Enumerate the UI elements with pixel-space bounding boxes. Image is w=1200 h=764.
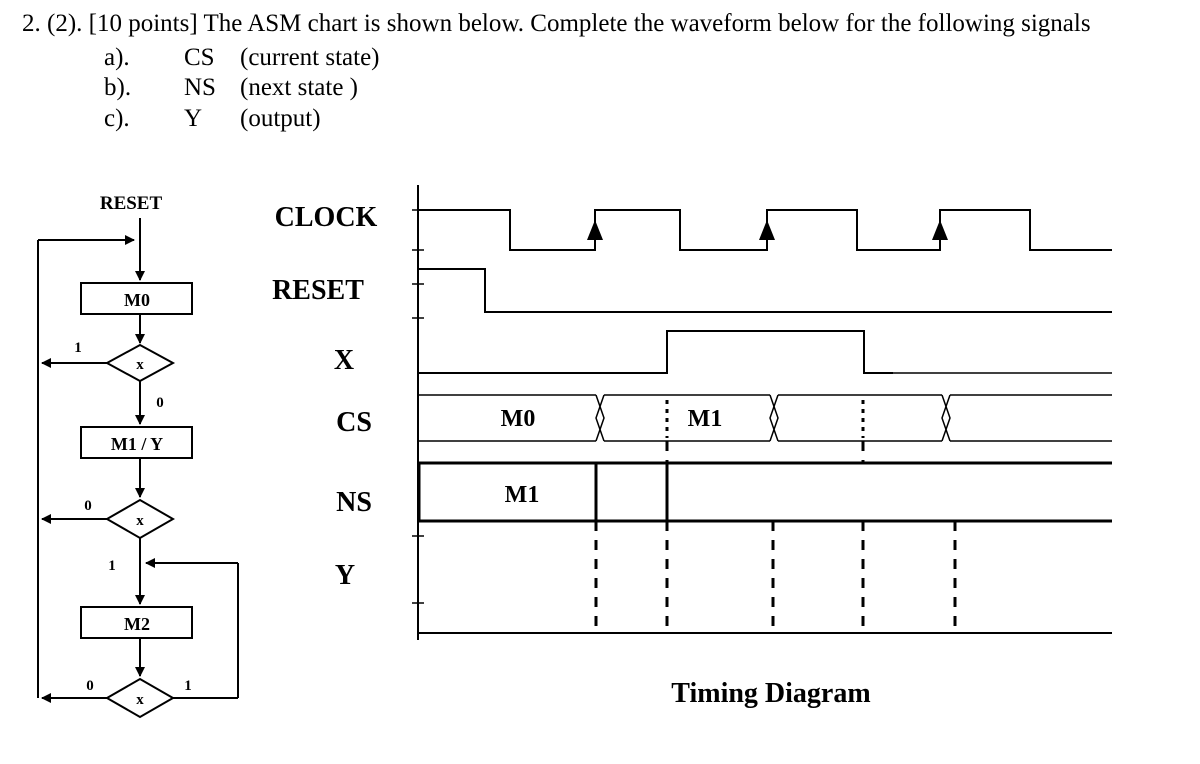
decision-3-loop-label: 1 [184,678,192,694]
decision-2-exit-label: 0 [84,498,92,514]
cs-bus [418,394,1112,442]
item-a-signal: CS [184,44,215,71]
decision-2-var: x [136,513,144,529]
dotted-guides [665,400,865,438]
signal-label-y: Y [335,560,355,591]
state-box-m2 [80,606,193,639]
signal-label-ns: NS [336,487,372,518]
decision-3-var: x [136,692,144,708]
decision-3-exit-label: 0 [86,678,94,694]
item-a-desc: (current state) [240,44,380,71]
item-b-signal: NS [184,74,216,101]
state-label-m0: M0 [124,290,150,310]
item-c-signal: Y [184,105,203,132]
x-waveform [418,330,893,374]
item-b-desc: (next state ) [240,74,359,101]
state-box-m0 [80,282,193,315]
decision-1-exit-label: 1 [74,340,82,356]
timing-diagram: CLOCK RESET X CS NS Y [272,185,1112,709]
clock-rising-edge-icon [587,220,603,240]
asm-chart: RESET M0 x 1 0 M1 / Y x 0 1 [37,193,239,719]
signal-label-reset: RESET [272,275,364,306]
item-c-label: c). [104,105,130,132]
dashed-guides [594,441,957,633]
decision-2-continue-label: 1 [108,558,116,574]
question-text: 2. (2). [10 points] The ASM chart is sho… [22,10,1091,37]
decision-diamond-1 [104,343,176,383]
signal-label-cs: CS [336,407,372,438]
timing-diagram-caption: Timing Diagram [671,678,870,709]
clock-rising-edge-icon [759,220,775,240]
item-b-label: b). [104,74,132,101]
reset-waveform [418,268,1112,313]
cs-value-m0: M0 [501,406,536,432]
axis-ticks [412,209,424,604]
state-label-m2: M2 [124,614,150,634]
signal-label-clock: CLOCK [275,202,378,233]
state-box-m1 [80,426,193,459]
signal-label-x: X [334,345,354,376]
cs-value-m1: M1 [688,406,723,432]
ns-bus [417,461,1112,523]
decision-diamond-3 [104,677,176,719]
state-label-m1: M1 / Y [111,434,163,454]
item-c-desc: (output) [240,105,321,132]
asm-reset-label: RESET [100,193,163,214]
item-a-label: a). [104,44,130,71]
ns-value-m1: M1 [505,482,540,508]
clock-rising-edge-icon [932,220,948,240]
decision-diamond-2 [104,498,176,540]
decision-1-var: x [136,357,144,373]
decision-1-continue-label: 0 [156,395,164,411]
